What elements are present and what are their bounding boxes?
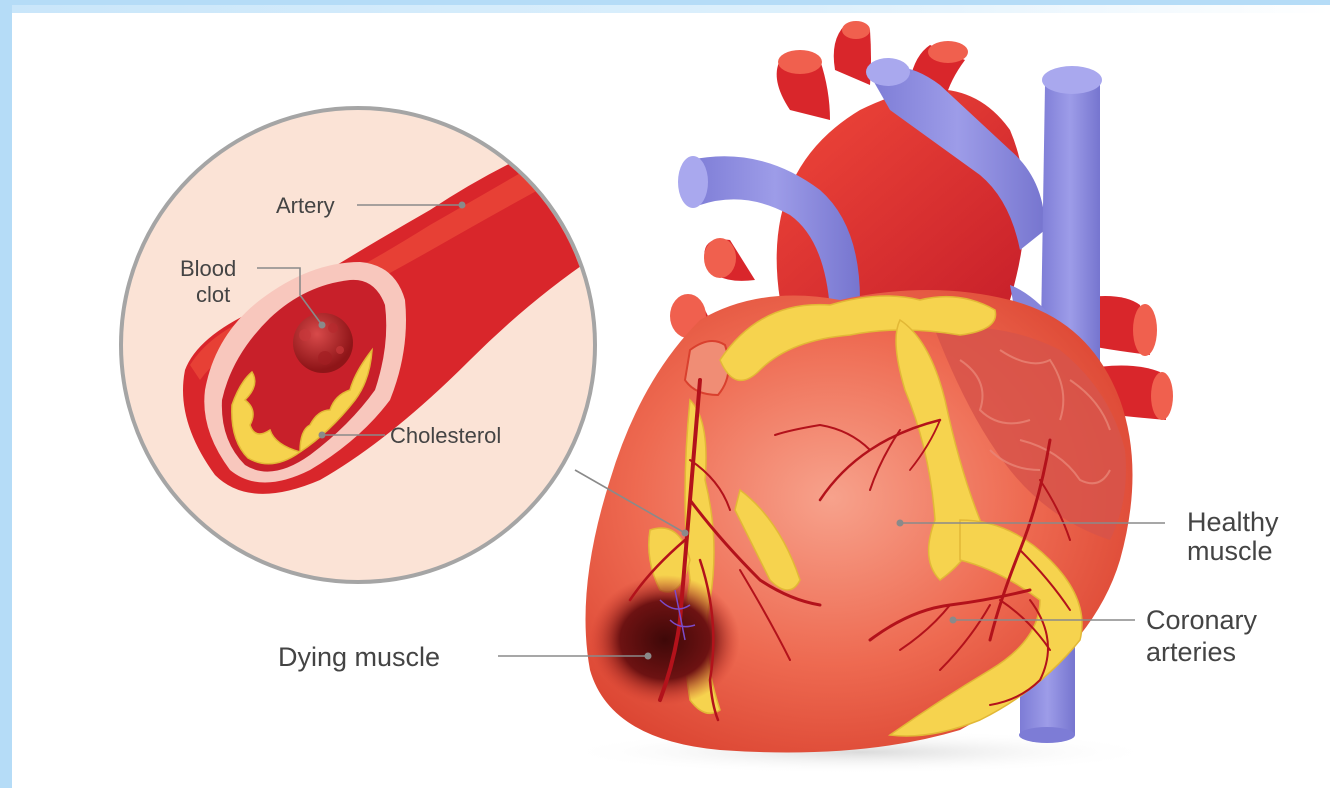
artery-cross-section-inset: [121, 108, 620, 582]
label-coronary-arteries-line2: arteries: [1146, 637, 1236, 667]
heart-illustration: [586, 21, 1174, 753]
label-coronary-arteries-line1: Coronary: [1146, 605, 1258, 635]
left-atrial-appendage: [685, 341, 729, 395]
label-healthy-muscle-line1: Healthy: [1187, 507, 1279, 537]
label-healthy-muscle-line2: muscle: [1187, 536, 1273, 566]
label-blood-clot-line1: Blood: [180, 256, 236, 281]
label-dying-muscle: Dying muscle: [278, 642, 440, 672]
label-blood-clot-line2: clot: [196, 282, 230, 307]
label-cholesterol: Cholesterol: [390, 423, 501, 448]
label-artery: Artery: [276, 193, 335, 218]
